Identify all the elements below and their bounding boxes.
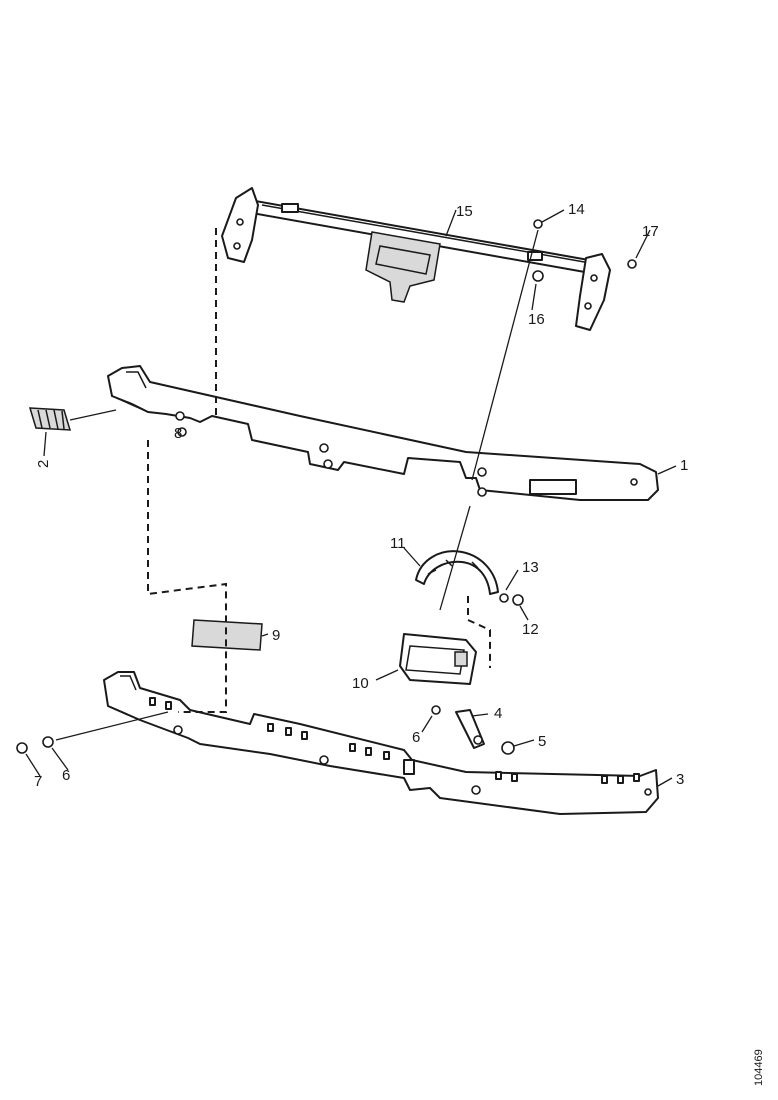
control-unit xyxy=(399,633,477,685)
callout-12: 12 xyxy=(522,621,539,638)
callout-3: 3 xyxy=(676,771,684,788)
callout-5: 5 xyxy=(538,733,546,750)
callout-7: 7 xyxy=(34,773,42,790)
upper-trim-panel xyxy=(107,365,659,501)
hardware xyxy=(16,219,637,755)
callout-1: 1 xyxy=(680,457,688,474)
callout-14: 14 xyxy=(568,201,585,218)
callout-13: 13 xyxy=(522,559,539,576)
callout-6-top: 6 xyxy=(412,729,420,746)
lower-trim-panel xyxy=(103,671,659,815)
callout-4: 4 xyxy=(494,705,502,722)
callout-17: 17 xyxy=(642,223,659,240)
assembly-lines xyxy=(55,228,539,741)
callout-8: 8 xyxy=(174,425,182,442)
callout-9: 9 xyxy=(272,627,280,644)
drawing-number: 104469 xyxy=(753,1049,765,1086)
callout-labels: 1 2 3 4 5 6 6 7 8 9 10 11 12 13 14 15 16… xyxy=(34,201,688,790)
callout-leaders xyxy=(25,209,677,787)
callout-6-left: 6 xyxy=(62,767,70,784)
support-frame xyxy=(221,187,611,331)
cover-plate xyxy=(191,619,263,651)
callout-16: 16 xyxy=(528,311,545,328)
side-grille xyxy=(28,407,72,431)
callout-11: 11 xyxy=(390,535,406,552)
callout-10: 10 xyxy=(352,675,369,692)
callout-15: 15 xyxy=(456,203,473,220)
callout-2: 2 xyxy=(35,460,52,468)
bracket-arch xyxy=(415,550,499,595)
